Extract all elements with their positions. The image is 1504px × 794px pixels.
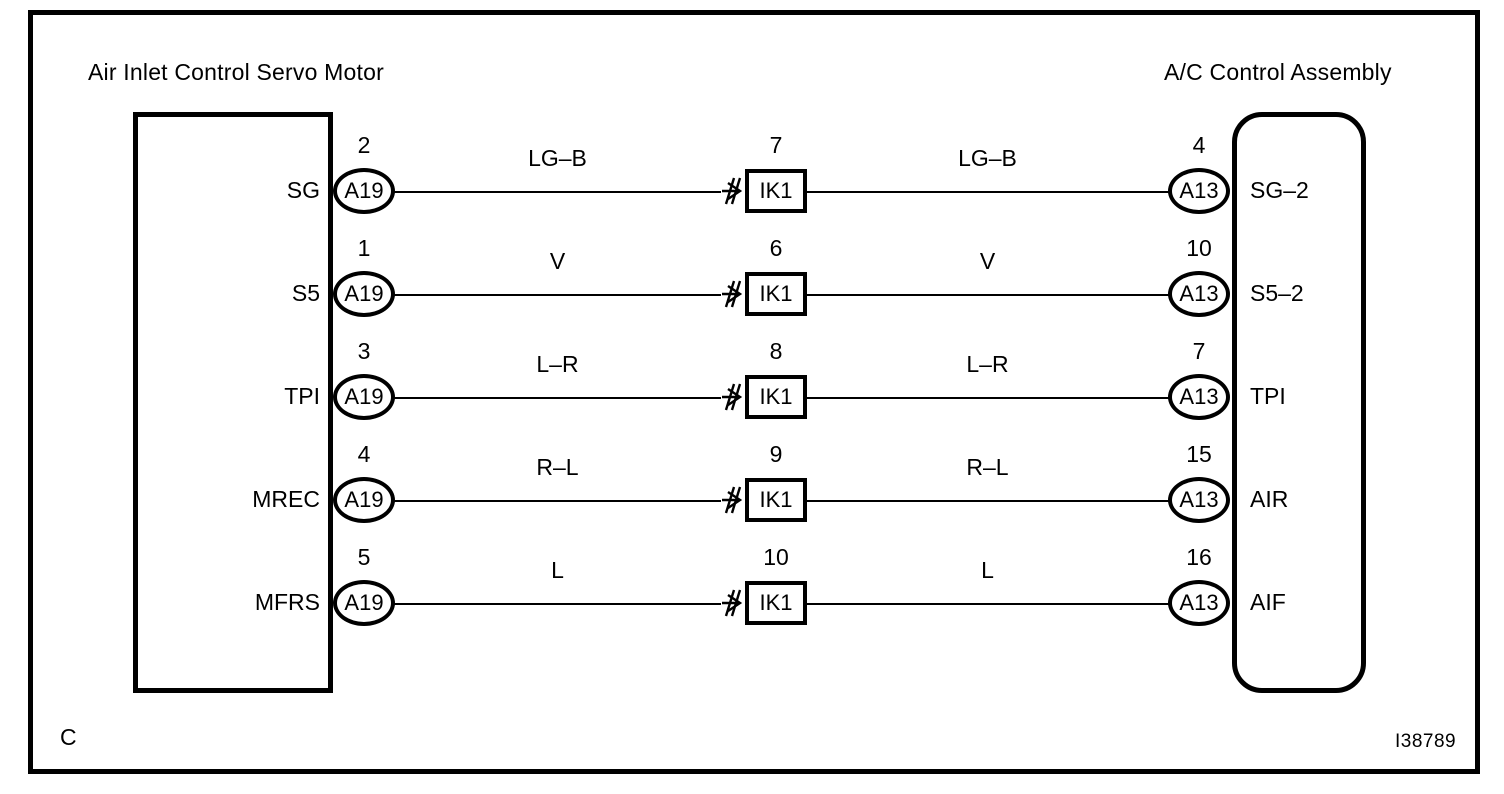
right-terminal-label: TPI: [1250, 383, 1286, 409]
junction-pin-number: 10: [763, 544, 789, 570]
right-pin-number: 10: [1186, 235, 1212, 261]
wire-color-label-left: L: [551, 557, 564, 583]
servo-motor-box: [133, 112, 333, 693]
junction-arrow-icon: [720, 483, 746, 517]
wire-color-label-right: L: [981, 557, 994, 583]
left-terminal-label: MREC: [252, 486, 320, 512]
reference-code: I38789: [1395, 731, 1457, 752]
right-pin-number: 4: [1192, 132, 1206, 158]
wire-segment-left: [393, 397, 721, 399]
wire-segment-left: [393, 500, 721, 502]
wire-segment-left: [393, 294, 721, 296]
left-terminal-label: TPI: [284, 383, 320, 409]
right-connector-oval[interactable]: A13: [1168, 477, 1230, 523]
wire-color-label-right: LG–B: [958, 145, 1017, 171]
wire-segment-left: [393, 603, 721, 605]
junction-pin-number: 8: [769, 338, 783, 364]
right-terminal-label: AIF: [1250, 589, 1286, 615]
junction-arrow-icon: [720, 586, 746, 620]
left-connector-oval[interactable]: A19: [333, 168, 395, 214]
junction-block[interactable]: IK1: [745, 272, 807, 316]
left-pin-number: 2: [357, 132, 371, 158]
right-pin-number: 15: [1186, 441, 1212, 467]
wire-segment-right: [805, 500, 1170, 502]
right-pin-number: 7: [1192, 338, 1206, 364]
junction-pin-number: 6: [769, 235, 783, 261]
junction-arrow-icon: [720, 277, 746, 311]
left-terminal-label: SG: [286, 177, 320, 203]
wire-color-label-left: R–L: [536, 454, 579, 480]
right-terminal-label: S5–2: [1250, 280, 1304, 306]
right-connector-oval[interactable]: A13: [1168, 374, 1230, 420]
left-pin-number: 5: [357, 544, 371, 570]
junction-block[interactable]: IK1: [745, 169, 807, 213]
left-pin-number: 3: [357, 338, 371, 364]
junction-block[interactable]: IK1: [745, 581, 807, 625]
junction-block[interactable]: IK1: [745, 478, 807, 522]
left-connector-oval[interactable]: A19: [333, 477, 395, 523]
wire-segment-right: [805, 603, 1170, 605]
junction-pin-number: 9: [769, 441, 783, 467]
wire-color-label-right: V: [979, 248, 996, 274]
right-connector-oval[interactable]: A13: [1168, 168, 1230, 214]
corner-mark: C: [60, 724, 77, 750]
wire-segment-right: [805, 294, 1170, 296]
left-connector-oval[interactable]: A19: [333, 271, 395, 317]
left-terminal-label: MFRS: [254, 589, 320, 615]
wire-color-label-right: R–L: [966, 454, 1009, 480]
left-terminal-label: S5: [291, 280, 320, 306]
junction-block[interactable]: IK1: [745, 375, 807, 419]
left-connector-oval[interactable]: A19: [333, 374, 395, 420]
right-unit-title: A/C Control Assembly: [1164, 59, 1392, 85]
wire-color-label-right: L–R: [966, 351, 1009, 377]
right-pin-number: 16: [1186, 544, 1212, 570]
wire-segment-right: [805, 191, 1170, 193]
right-connector-oval[interactable]: A13: [1168, 271, 1230, 317]
wire-color-label-left: L–R: [536, 351, 579, 377]
junction-arrow-icon: [720, 174, 746, 208]
left-connector-oval[interactable]: A19: [333, 580, 395, 626]
left-unit-title: Air Inlet Control Servo Motor: [88, 59, 384, 85]
wire-segment-left: [393, 191, 721, 193]
left-pin-number: 1: [357, 235, 371, 261]
junction-pin-number: 7: [769, 132, 783, 158]
right-terminal-label: SG–2: [1250, 177, 1309, 203]
diagram-frame: [28, 10, 1480, 774]
wire-color-label-left: V: [549, 248, 566, 274]
junction-arrow-icon: [720, 380, 746, 414]
ac-control-assembly-box: [1232, 112, 1366, 693]
wire-color-label-left: LG–B: [528, 145, 587, 171]
left-pin-number: 4: [357, 441, 371, 467]
wire-segment-right: [805, 397, 1170, 399]
right-terminal-label: AIR: [1250, 486, 1289, 512]
right-connector-oval[interactable]: A13: [1168, 580, 1230, 626]
